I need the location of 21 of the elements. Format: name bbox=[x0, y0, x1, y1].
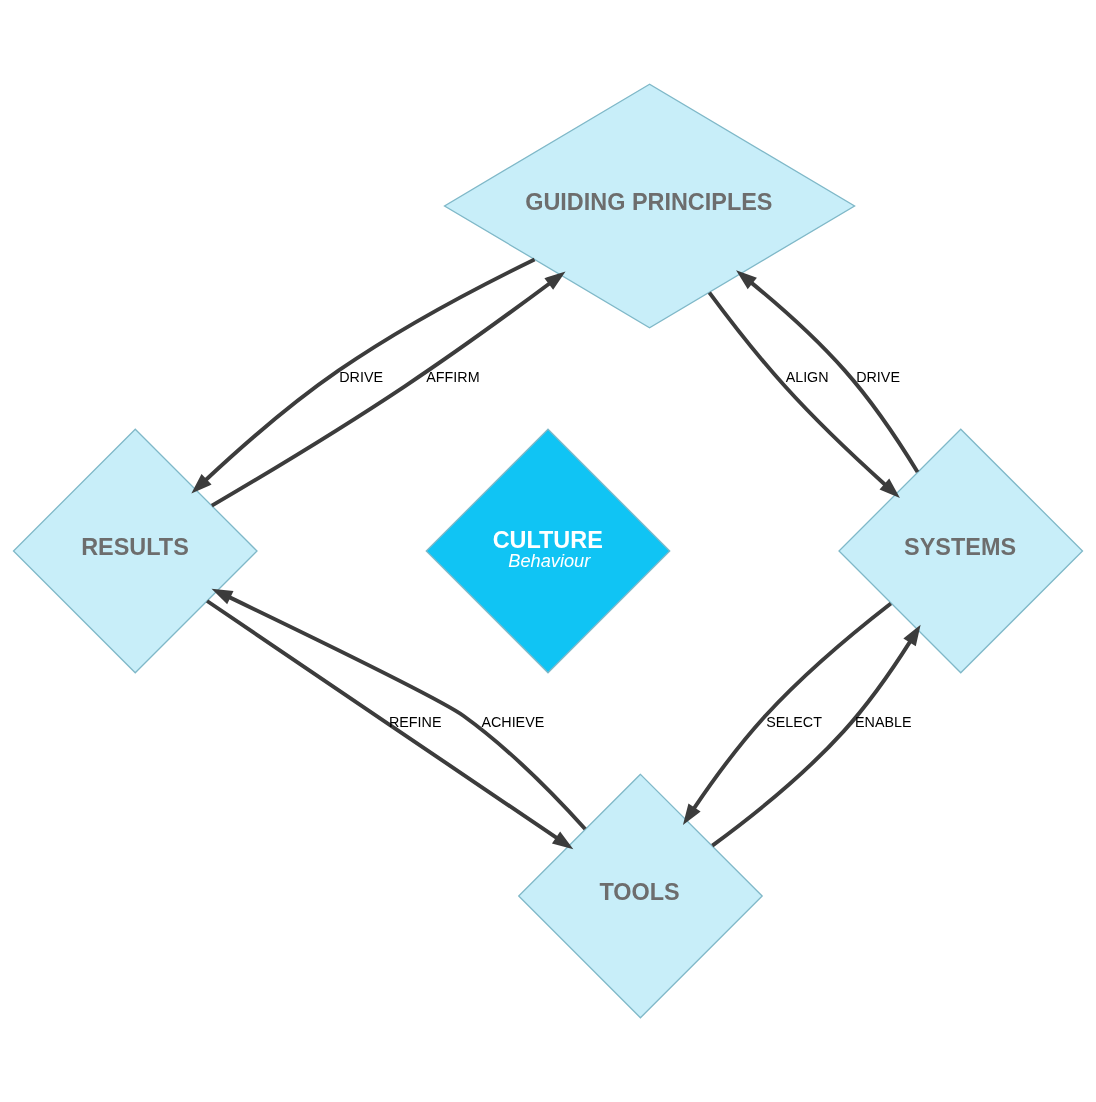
arrow bbox=[191, 257, 536, 494]
node-diamond: CULTURE Behaviour bbox=[425, 428, 671, 674]
edge-label: REFINE bbox=[388, 714, 442, 731]
edge-label: DRIVE bbox=[856, 369, 900, 386]
arrow bbox=[711, 624, 921, 848]
node-diamond: GUIDING PRINCIPLES bbox=[443, 83, 856, 329]
edge-label: DRIVE bbox=[339, 369, 384, 386]
node-diamond: SYSTEMS bbox=[838, 428, 1084, 674]
edge-label: ALIGN bbox=[785, 369, 829, 386]
arrow bbox=[210, 271, 566, 508]
node-diamond: RESULTS bbox=[12, 428, 258, 674]
node-diamond: TOOLS bbox=[517, 773, 764, 1019]
arrow bbox=[206, 599, 574, 850]
arrow bbox=[682, 601, 893, 825]
arrow bbox=[211, 588, 587, 831]
edge-label: AFFIRM bbox=[426, 369, 480, 386]
arrow bbox=[707, 291, 900, 498]
arrow bbox=[736, 270, 920, 474]
edge-label: SELECT bbox=[766, 714, 822, 731]
edge-label: ENABLE bbox=[855, 714, 912, 731]
edge-label: ACHIEVE bbox=[481, 714, 545, 731]
